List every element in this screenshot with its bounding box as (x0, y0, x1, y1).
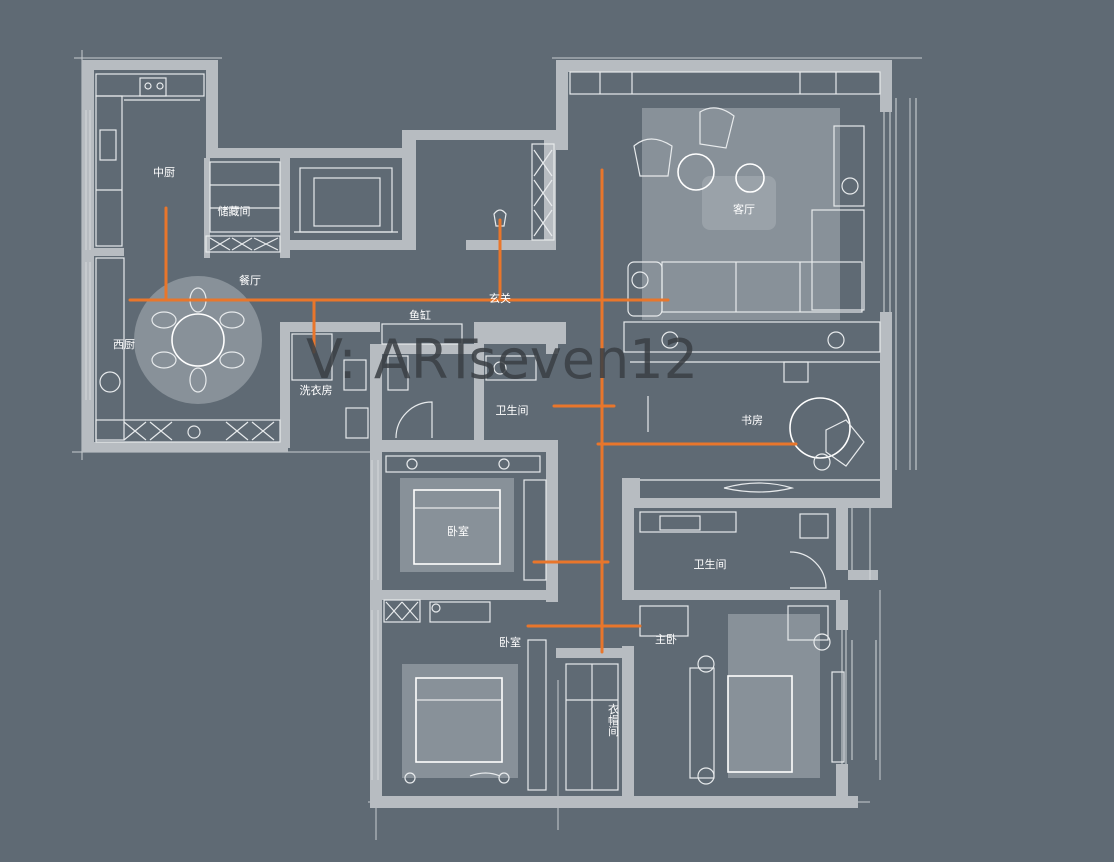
label-bedroom-1: 卧室 (447, 524, 469, 538)
label-master-bedroom: 主卧 (655, 633, 677, 646)
circulation-lines (128, 168, 798, 654)
label-bathroom-1: 卫生间 (496, 403, 529, 417)
label-bathroom-2: 卫生间 (694, 557, 727, 571)
label-laundry: 洗衣房 (300, 383, 333, 397)
label-living-room: 客厅 (733, 202, 755, 216)
label-storage: 储藏间 (218, 204, 251, 218)
label-bedroom-2: 卧室 (499, 635, 521, 649)
windows (85, 98, 917, 780)
label-study: 书房 (741, 414, 763, 427)
watermark: V: ARTseven12 (306, 328, 698, 391)
furniture (95, 71, 881, 791)
label-fish-tank: 鱼缸 (409, 308, 431, 322)
walls (82, 60, 892, 808)
label-cloakroom: 衣帽间 (607, 702, 620, 737)
label-western-kitchen: 西厨 (113, 338, 135, 351)
label-dining: 餐厅 (239, 273, 261, 287)
room-labels: 中厨 储藏间 餐厅 西厨 客厅 玄关 鱼缸 洗衣房 卫生间 书房 卧室 卫生间 … (113, 166, 763, 737)
label-chinese-kitchen: 中厨 (153, 166, 175, 179)
rugs (134, 108, 840, 778)
label-entrance: 玄关 (489, 291, 511, 305)
